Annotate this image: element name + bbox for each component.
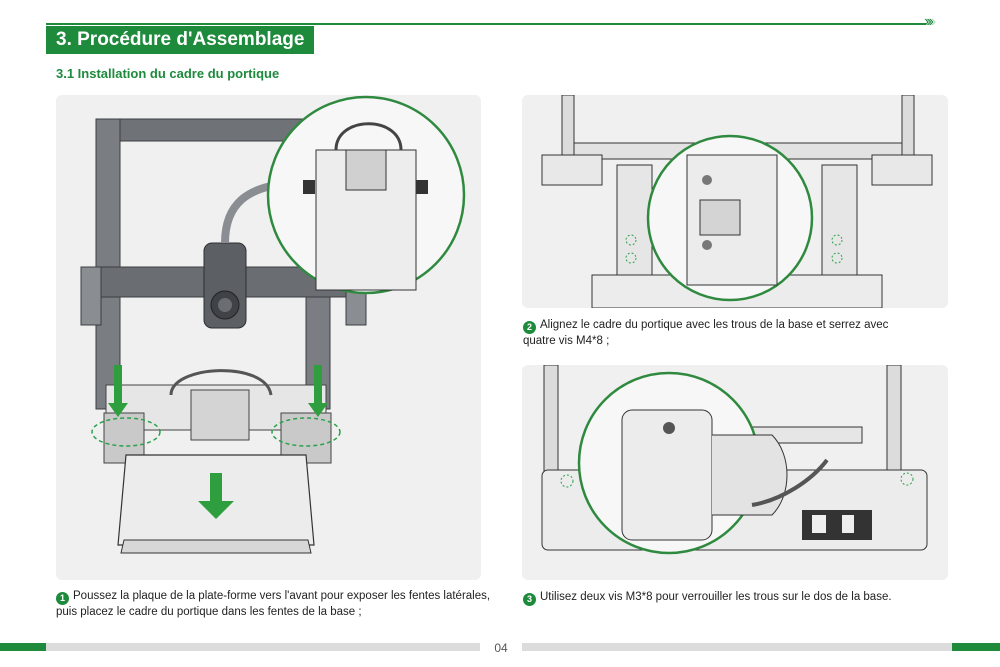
footer-bar-right-accent	[952, 643, 1000, 651]
step-2-text: Alignez le cadre du portique avec les tr…	[523, 319, 889, 347]
footer-bar-left-accent	[0, 643, 46, 651]
header-rule	[46, 23, 926, 25]
subsection-title: 3.1 Installation du cadre du portique	[56, 66, 280, 81]
section-title: 3. Procédure d'Assemblage	[46, 26, 315, 54]
footer-bar-left	[46, 643, 480, 651]
step-3-caption: 3 Utilisez deux vis M3*8 pour verrouiller…	[523, 590, 943, 606]
illustration-step-3	[522, 365, 948, 580]
step-number-badge: 1	[56, 592, 69, 605]
illustration-step-1	[56, 95, 481, 580]
step-1-text: Poussez la plaque de la plate-forme vers…	[56, 590, 491, 618]
step-number-badge: 2	[523, 321, 536, 334]
footer-bar-right	[522, 643, 952, 651]
step-number-badge: 3	[523, 593, 536, 606]
double-chevron-right-icon: ››››	[924, 13, 937, 30]
illustration-step-2	[522, 95, 948, 308]
page-number: 04	[494, 641, 508, 655]
step-3-text: Utilisez deux vis M3*8 pour verrouiller …	[540, 591, 892, 603]
